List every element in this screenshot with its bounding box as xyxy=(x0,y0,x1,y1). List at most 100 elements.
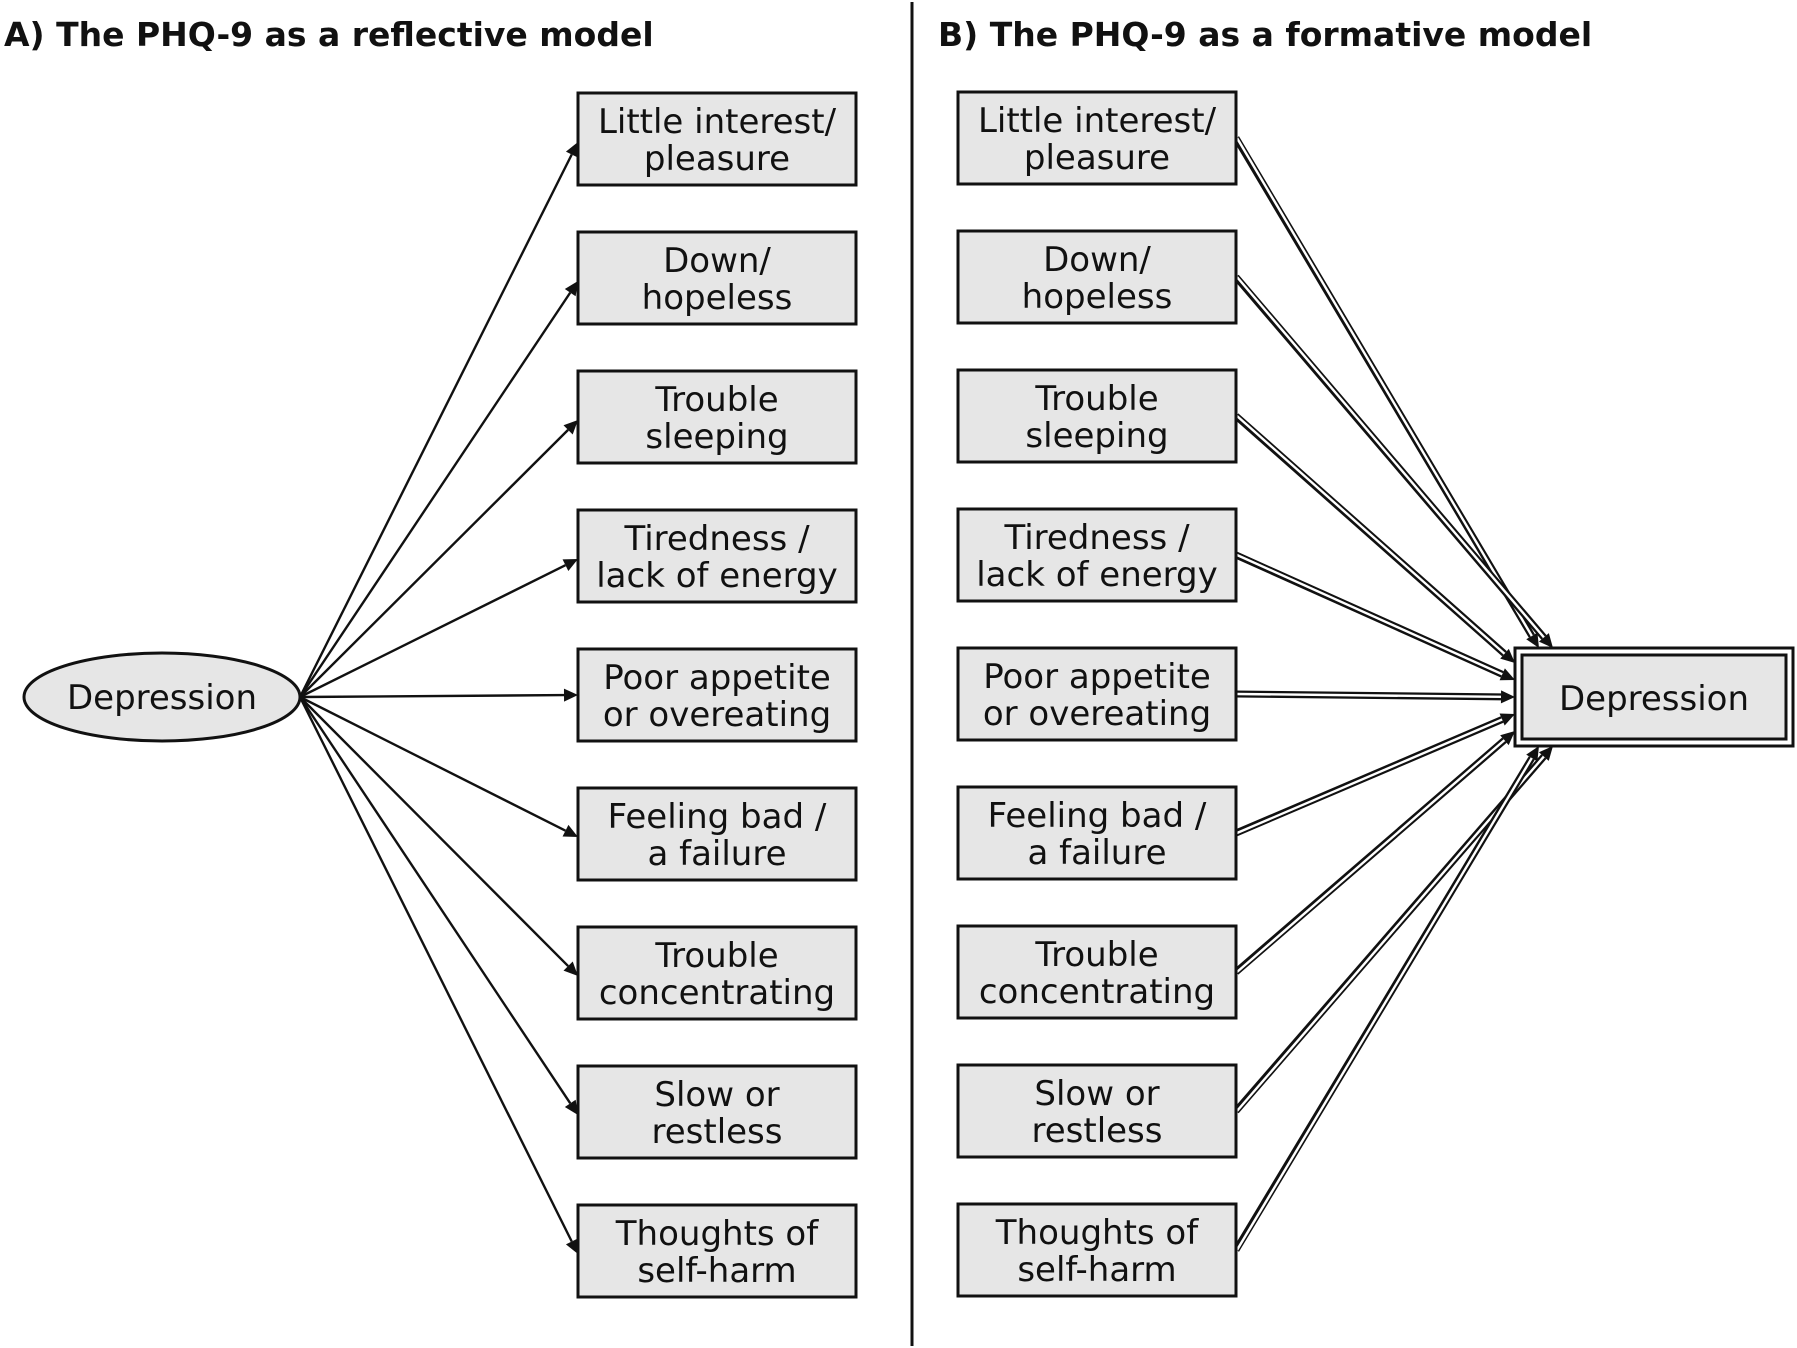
arrowhead-icon xyxy=(564,1099,578,1115)
arrowhead-icon xyxy=(565,1238,578,1254)
latent-node-depression: Depression xyxy=(22,651,302,743)
formative-arrow-gap xyxy=(1236,739,1506,973)
reflective-item-label-line-1: Tiredness / xyxy=(623,519,810,559)
reflective-item-label-line-2: self-harm xyxy=(637,1251,796,1291)
reflective-arrow xyxy=(299,564,566,699)
formative-item-box xyxy=(956,368,1238,464)
formative-arrow-gap xyxy=(1236,276,1545,639)
latent-label: Depression xyxy=(67,678,257,718)
reflective-arrow xyxy=(299,695,567,832)
arrowhead-icon xyxy=(1499,713,1515,726)
reflective-item-label-line-1: Down/ xyxy=(663,241,771,281)
reflective-item-box xyxy=(576,925,858,1021)
arrowhead-icon xyxy=(1526,746,1539,762)
formative-arrow-gap xyxy=(1236,415,1506,655)
formative-item-label-line-1: Little interest/ xyxy=(978,101,1217,141)
reflective-item-label-line-1: Poor appetite xyxy=(603,658,831,698)
formative-item-label-line-1: Trouble xyxy=(1034,379,1158,419)
reflective-item-label-line-2: or overeating xyxy=(603,695,831,735)
reflective-items: Little interest/pleasureDown/hopelessTro… xyxy=(576,91,858,1299)
formative-item-label-line-2: concentrating xyxy=(979,972,1215,1012)
panel-b-title: B) The PHQ-9 as a formative model xyxy=(938,15,1592,54)
reflective-item-label-line-1: Feeling bad / xyxy=(608,797,827,837)
reflective-arrow xyxy=(299,696,572,1105)
reflective-arrow xyxy=(299,291,572,698)
formative-item-box xyxy=(956,229,1238,325)
reflective-item-box xyxy=(576,786,858,882)
arrowhead-icon xyxy=(1538,633,1553,648)
reflective-item-box xyxy=(576,230,858,326)
formative-item-label-line-2: lack of energy xyxy=(976,555,1218,595)
reflective-item-box xyxy=(576,369,858,465)
reflective-arrow xyxy=(299,693,565,699)
formative-item-box xyxy=(956,1202,1238,1298)
arrowhead-icon xyxy=(562,559,578,572)
composite-node-depression: Depression xyxy=(1513,646,1795,748)
formative-item-down-hopeless: Down/hopeless xyxy=(956,229,1238,325)
composite-outer-border xyxy=(1513,646,1795,748)
reflective-item-feeling-bad-a-failure: Feeling bad /a failure xyxy=(576,786,858,882)
formative-item-label-line-2: a failure xyxy=(1027,833,1166,873)
formative-item-label-line-2: or overeating xyxy=(983,694,1211,734)
arrowhead-icon xyxy=(563,420,578,435)
formative-arrow-gap xyxy=(1236,718,1503,835)
formative-item-tiredness-lack-of-energy: Tiredness /lack of energy xyxy=(956,507,1238,603)
reflective-item-label-line-2: restless xyxy=(652,1112,783,1152)
formative-item-box xyxy=(956,90,1238,186)
formative-arrows xyxy=(1232,136,1553,1252)
composite-label: Depression xyxy=(1559,679,1749,719)
formative-item-label-line-1: Down/ xyxy=(1043,240,1151,280)
arrowhead-icon xyxy=(1499,668,1515,681)
formative-item-label-line-2: pleasure xyxy=(1024,138,1170,178)
reflective-arrow xyxy=(299,429,569,698)
formative-item-box xyxy=(956,785,1238,881)
reflective-item-label-line-2: pleasure xyxy=(644,139,790,179)
reflective-item-tiredness-lack-of-energy: Tiredness /lack of energy xyxy=(576,508,858,604)
formative-arrow-gap xyxy=(1236,692,1502,699)
arrowhead-icon xyxy=(565,142,578,158)
arrowhead-icon xyxy=(1500,648,1515,663)
reflective-arrow xyxy=(298,696,573,1243)
formative-item-label-line-1: Tiredness / xyxy=(1003,518,1190,558)
formative-item-label-line-1: Feeling bad / xyxy=(988,796,1207,836)
formative-item-box xyxy=(956,924,1238,1020)
reflective-item-box xyxy=(576,1064,858,1160)
reflective-item-label-line-1: Thoughts of xyxy=(615,1214,819,1254)
formative-item-box xyxy=(956,1063,1238,1159)
reflective-item-label-line-1: Little interest/ xyxy=(598,102,837,142)
panel-a-title: A) The PHQ-9 as a reflective model xyxy=(4,15,654,54)
formative-arrow-gap xyxy=(1236,755,1545,1112)
latent-ellipse xyxy=(22,651,302,743)
arrowhead-icon xyxy=(564,281,578,297)
formative-item-label-line-2: sleeping xyxy=(1025,416,1168,456)
formative-item-box xyxy=(956,646,1238,742)
reflective-item-label-line-2: lack of energy xyxy=(596,556,838,596)
reflective-item-box xyxy=(576,91,858,187)
reflective-item-label-line-2: sleeping xyxy=(645,417,788,457)
reflective-item-down-hopeless: Down/hopeless xyxy=(576,230,858,326)
formative-item-label-line-1: Poor appetite xyxy=(983,657,1211,697)
reflective-item-box xyxy=(576,1203,858,1299)
reflective-item-little-interest-pleasure: Little interest/pleasure xyxy=(576,91,858,187)
formative-item-label-line-1: Thoughts of xyxy=(995,1213,1199,1253)
reflective-item-label-line-2: hopeless xyxy=(642,278,793,318)
arrowhead-icon xyxy=(1538,746,1553,761)
formative-item-box xyxy=(956,507,1238,603)
reflective-item-label-line-1: Trouble xyxy=(654,380,778,420)
arrowhead-icon xyxy=(1526,632,1539,648)
reflective-arrow xyxy=(298,153,573,698)
formative-item-label-line-1: Slow or xyxy=(1034,1074,1159,1114)
formative-item-label-line-2: restless xyxy=(1032,1111,1163,1151)
reflective-item-box xyxy=(576,647,858,743)
formative-items: Little interest/pleasureDown/hopelessTro… xyxy=(956,90,1238,1298)
formative-item-label-line-2: hopeless xyxy=(1022,277,1173,317)
formative-item-little-interest-pleasure: Little interest/pleasure xyxy=(956,90,1238,186)
reflective-item-label-line-1: Trouble xyxy=(654,936,778,976)
